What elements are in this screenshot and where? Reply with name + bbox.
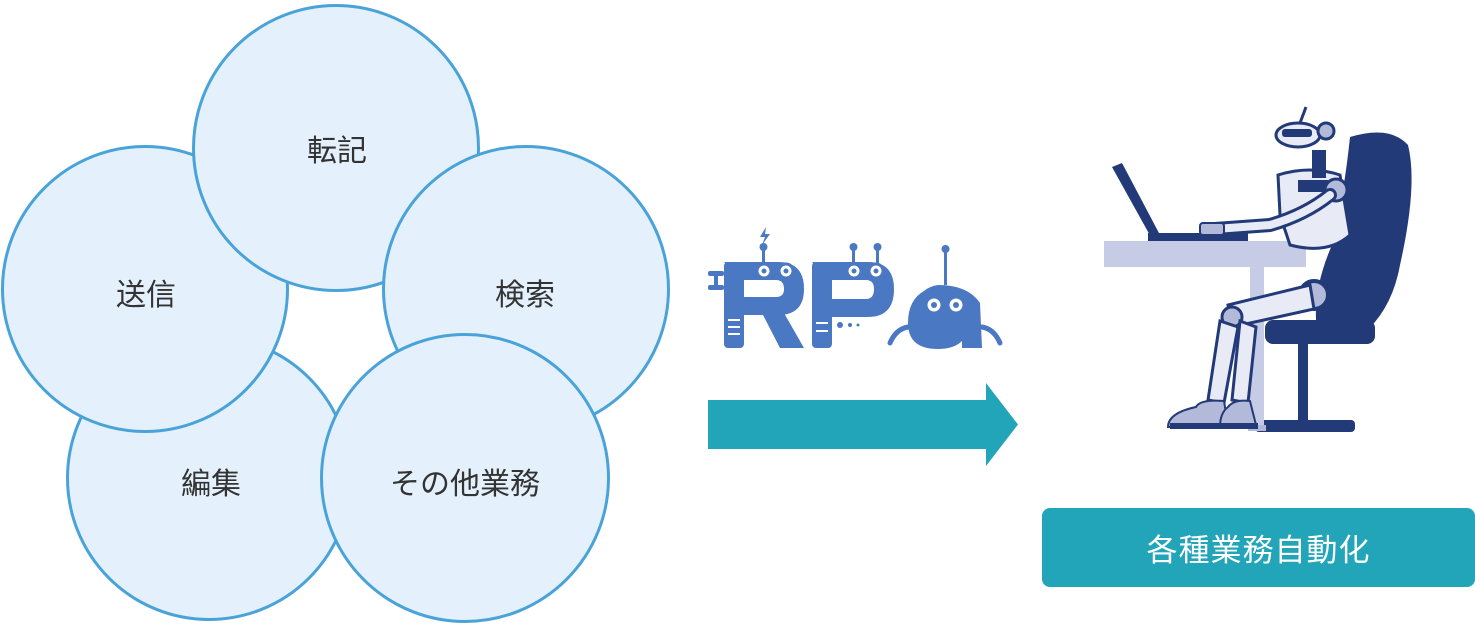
rpa-logo xyxy=(708,227,1003,349)
task-circle-other xyxy=(320,333,610,623)
right-arrow-icon xyxy=(708,383,1018,466)
task-label-search: 検索 xyxy=(495,278,555,313)
result-label: 各種業務自動化 xyxy=(1146,533,1371,569)
task-label-other: その他業務 xyxy=(390,467,540,502)
task-label-edit: 編集 xyxy=(181,467,241,502)
result-badge: 各種業務自動化 xyxy=(1042,508,1475,587)
robot-at-laptop-illustration xyxy=(1104,106,1412,432)
task-label-transcribe: 転記 xyxy=(307,134,367,169)
task-label-send: 送信 xyxy=(116,278,176,313)
